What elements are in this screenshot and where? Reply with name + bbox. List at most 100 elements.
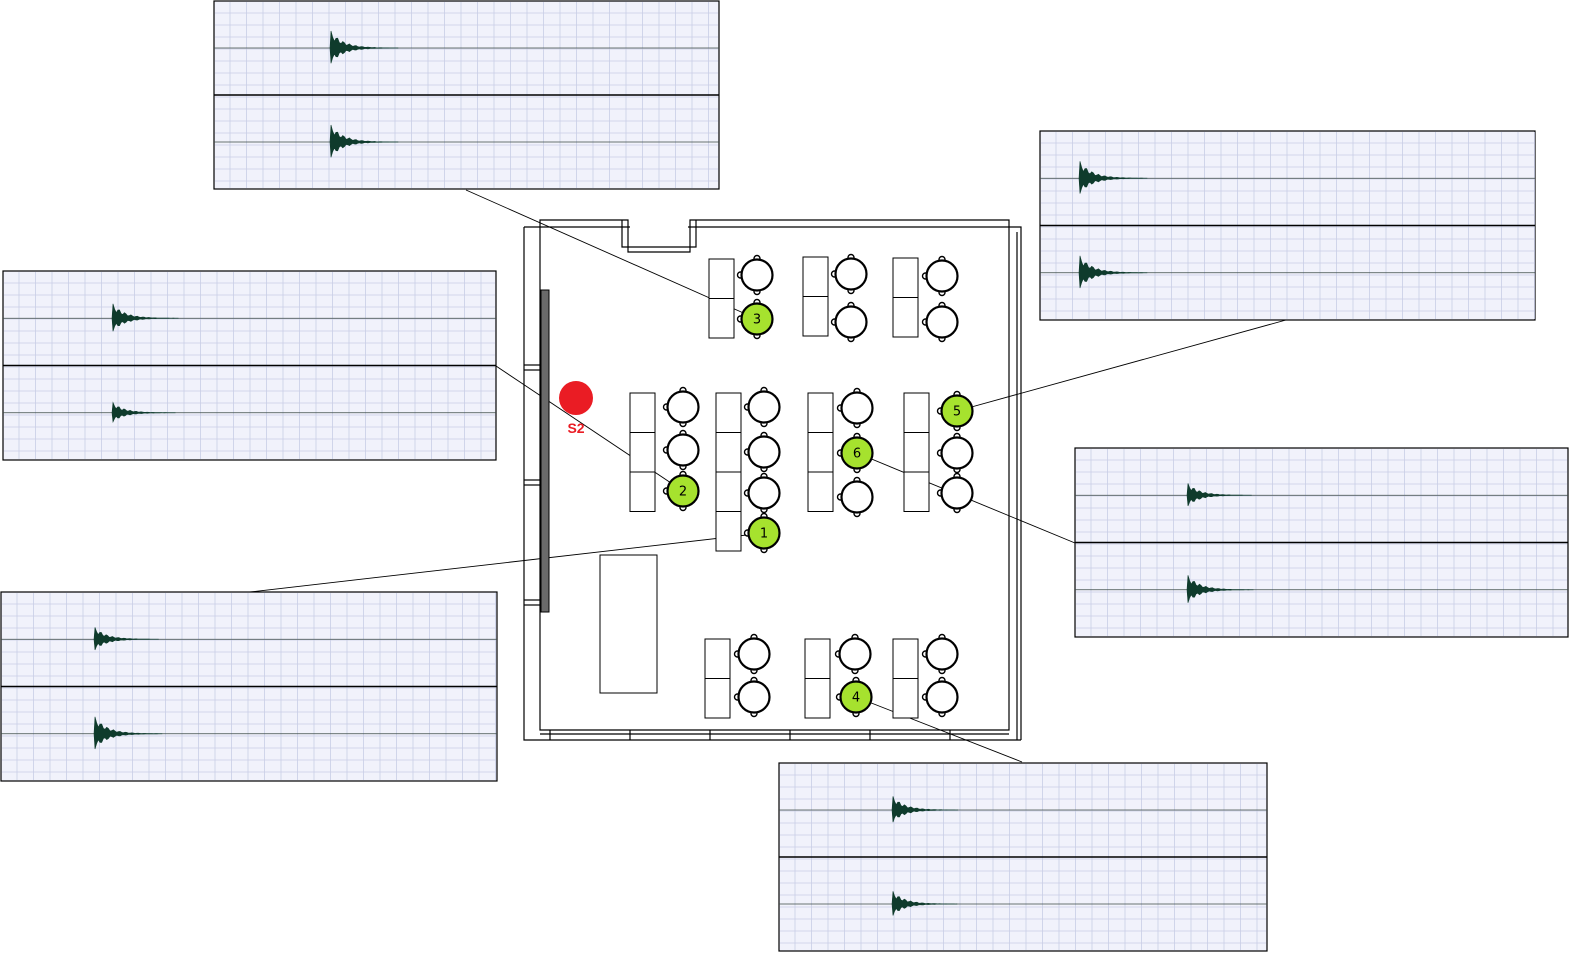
receiver-seat xyxy=(740,302,774,336)
sound-source-label: S2 xyxy=(567,420,584,436)
student-desk xyxy=(892,678,919,719)
chair: 2 xyxy=(662,470,700,512)
student-desk xyxy=(629,471,656,512)
student-desk xyxy=(715,471,742,512)
student-desk xyxy=(629,432,656,473)
chair-seat xyxy=(925,637,959,671)
chair xyxy=(836,387,874,429)
student-desk xyxy=(903,432,930,473)
panel-grid xyxy=(4,272,495,459)
chair-seat xyxy=(834,305,868,339)
chair-seat xyxy=(737,680,771,714)
student-desk xyxy=(802,256,829,297)
chair: 1 xyxy=(743,512,781,554)
chair xyxy=(736,254,774,296)
student-desk xyxy=(892,297,919,338)
chair: 4 xyxy=(835,676,873,718)
chair xyxy=(921,255,959,297)
student-desk xyxy=(804,678,831,719)
chair xyxy=(743,472,781,514)
teacher-desk xyxy=(599,554,658,694)
impulse-response-panel xyxy=(0,591,498,782)
chair-seat xyxy=(838,637,872,671)
panel-grid xyxy=(2,593,496,780)
receiver-seat xyxy=(747,516,781,550)
impulse-waveform xyxy=(891,796,958,823)
student-desk xyxy=(629,392,656,433)
chair xyxy=(921,676,959,718)
chair xyxy=(743,386,781,428)
impulse-response-panel xyxy=(2,270,497,461)
chair-seat xyxy=(737,637,771,671)
impulse-waveform xyxy=(329,124,399,158)
impulse-response-panel xyxy=(1039,130,1536,321)
student-desk xyxy=(802,296,829,337)
student-desk xyxy=(903,392,930,433)
impulse-waveform xyxy=(93,716,163,750)
chair xyxy=(936,432,974,474)
receiver-label: 5 xyxy=(953,405,961,420)
student-desk xyxy=(715,432,742,473)
chair-seat xyxy=(834,257,868,291)
student-desk xyxy=(892,638,919,679)
chair xyxy=(936,472,974,514)
impulse-response-panel xyxy=(1074,447,1569,638)
receiver-label: 1 xyxy=(760,527,768,542)
receiver-seat xyxy=(666,474,700,508)
student-desk xyxy=(704,678,731,719)
student-desk xyxy=(807,432,834,473)
chair xyxy=(921,301,959,343)
floor-plan xyxy=(523,219,1022,741)
student-desk xyxy=(704,638,731,679)
chair-seat xyxy=(925,680,959,714)
impulse-waveform xyxy=(111,401,176,423)
sound-source-marker xyxy=(559,381,593,415)
chair-seat xyxy=(740,258,774,292)
impulse-waveform xyxy=(1078,255,1148,289)
chair-seat xyxy=(666,433,700,467)
student-desk xyxy=(715,511,742,552)
student-desk xyxy=(708,298,735,339)
chair xyxy=(921,633,959,675)
impulse-waveform xyxy=(93,627,159,651)
room-wall xyxy=(523,227,1021,741)
chair-seat xyxy=(940,436,974,470)
leader-line xyxy=(956,319,1287,412)
receiver-seat xyxy=(940,394,974,428)
impulse-waveform xyxy=(1186,575,1254,603)
chair: 3 xyxy=(736,298,774,340)
panel-grid xyxy=(215,2,718,188)
impulse-waveform xyxy=(111,303,179,332)
chair xyxy=(830,253,868,295)
chair-seat xyxy=(925,259,959,293)
student-desk xyxy=(807,392,834,433)
whiteboard xyxy=(540,289,550,613)
leader-line xyxy=(249,532,765,593)
chair-seat xyxy=(747,476,781,510)
chair-seat xyxy=(747,435,781,469)
chair xyxy=(733,676,771,718)
chair-seat xyxy=(747,390,781,424)
receiver-label: 2 xyxy=(679,485,687,500)
chair xyxy=(834,633,872,675)
room-wall xyxy=(688,226,1022,740)
sound-source: S2 xyxy=(559,381,593,436)
impulse-waveform xyxy=(329,30,399,64)
student-desk xyxy=(807,471,834,512)
chair xyxy=(836,476,874,518)
receiver-seat xyxy=(840,436,874,470)
student-desk xyxy=(892,257,919,298)
student-desk xyxy=(804,638,831,679)
chair-seat xyxy=(840,480,874,514)
chair xyxy=(830,301,868,343)
receiver-label: 3 xyxy=(753,313,761,328)
chair-seat xyxy=(925,305,959,339)
impulse-waveform xyxy=(1078,161,1148,194)
receiver-label: 4 xyxy=(852,691,860,706)
chair-seat xyxy=(666,390,700,424)
receiver-seat xyxy=(839,680,873,714)
student-desk xyxy=(708,258,735,299)
